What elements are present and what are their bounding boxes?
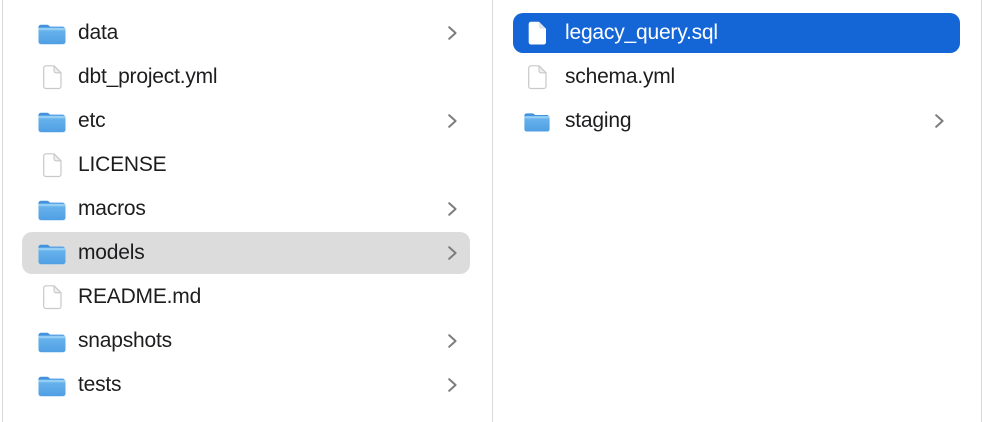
item-label: legacy_query.sql — [565, 21, 718, 44]
chevron-right-icon — [448, 378, 457, 392]
item-label: tests — [78, 373, 122, 396]
folder-icon — [38, 332, 66, 352]
right-column-divider — [981, 0, 982, 422]
file-row-dbt-project-yml[interactable]: dbt_project.yml — [3, 55, 492, 99]
file-row-readme-md[interactable]: README.md — [3, 275, 492, 319]
chevron-right-icon — [448, 114, 457, 128]
file-list: legacy_query.sql schema.yml staging — [493, 11, 984, 143]
folder-icon — [523, 109, 551, 134]
folder-row-models[interactable]: models — [3, 231, 492, 275]
folder-icon — [36, 197, 68, 222]
item-label: models — [78, 241, 145, 264]
item-label: data — [78, 21, 119, 44]
selection-highlight-active — [513, 13, 960, 53]
chevron-right-icon — [447, 333, 458, 349]
chevron-right-icon — [447, 201, 458, 217]
chevron-right-icon — [934, 113, 945, 129]
folder-row-staging[interactable]: staging — [493, 99, 984, 143]
folder-icon — [524, 112, 550, 131]
document-icon — [42, 285, 62, 310]
document-icon — [36, 152, 68, 178]
chevron-right-icon — [447, 25, 458, 41]
document-icon — [42, 153, 62, 178]
document-icon — [36, 284, 68, 310]
folder-icon — [36, 373, 68, 398]
folder-row-tests[interactable]: tests — [3, 363, 492, 407]
folder-row-snapshots[interactable]: snapshots — [3, 319, 492, 363]
file-row-license[interactable]: LICENSE — [3, 143, 492, 187]
item-label: macros — [78, 197, 146, 220]
document-icon — [527, 65, 547, 90]
chevron-right-icon — [935, 114, 944, 128]
folder-icon — [38, 112, 66, 132]
folder-icon — [36, 329, 68, 354]
document-icon — [528, 21, 546, 45]
item-label: schema.yml — [565, 65, 676, 88]
column-divider — [492, 0, 493, 422]
document-icon — [36, 64, 68, 90]
folder-row-macros[interactable]: macros — [3, 187, 492, 231]
chevron-right-icon — [448, 26, 457, 40]
item-label: README.md — [78, 285, 202, 308]
folder-icon — [38, 24, 66, 44]
item-label: dbt_project.yml — [78, 65, 218, 88]
file-row-schema-yml[interactable]: schema.yml — [493, 55, 984, 99]
folder-row-etc[interactable]: etc — [3, 99, 492, 143]
folder-icon — [36, 241, 68, 266]
document-icon — [42, 65, 62, 90]
document-icon — [523, 20, 551, 46]
item-label: snapshots — [78, 329, 172, 352]
item-label: LICENSE — [78, 153, 167, 176]
document-icon — [523, 64, 551, 90]
left-column-divider — [2, 0, 3, 422]
chevron-right-icon — [448, 334, 457, 348]
column-models-contents: legacy_query.sql schema.yml staging — [493, 11, 984, 143]
item-label: staging — [565, 109, 632, 132]
chevron-right-icon — [448, 202, 457, 216]
chevron-right-icon — [447, 377, 458, 393]
folder-icon — [38, 376, 66, 396]
file-list: data dbt_project.yml etc LICENSE macros … — [3, 11, 492, 407]
chevron-right-icon — [447, 245, 458, 261]
chevron-right-icon — [447, 113, 458, 129]
folder-icon — [36, 109, 68, 134]
folder-icon — [36, 21, 68, 46]
column-models-parent: data dbt_project.yml etc LICENSE macros … — [3, 11, 492, 407]
folder-icon — [38, 200, 66, 220]
item-label: etc — [78, 109, 106, 132]
folder-row-data[interactable]: data — [3, 11, 492, 55]
chevron-right-icon — [448, 246, 457, 260]
file-row-legacy-query-sql[interactable]: legacy_query.sql — [493, 11, 984, 55]
folder-icon — [38, 244, 66, 264]
selection-highlight-inactive — [22, 232, 470, 274]
